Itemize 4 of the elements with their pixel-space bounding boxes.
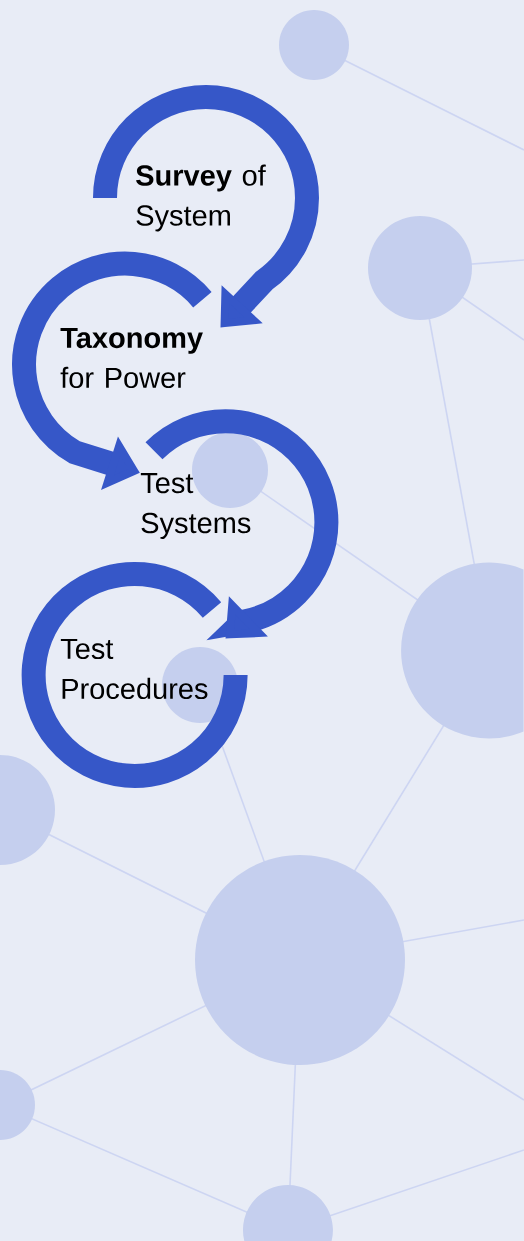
step-label: Survey of System	[136, 164, 266, 232]
step-label: Test Systems	[140, 473, 251, 539]
step-label: Taxonomy for Power	[60, 327, 203, 389]
step-label: Test Procedures	[60, 638, 208, 700]
